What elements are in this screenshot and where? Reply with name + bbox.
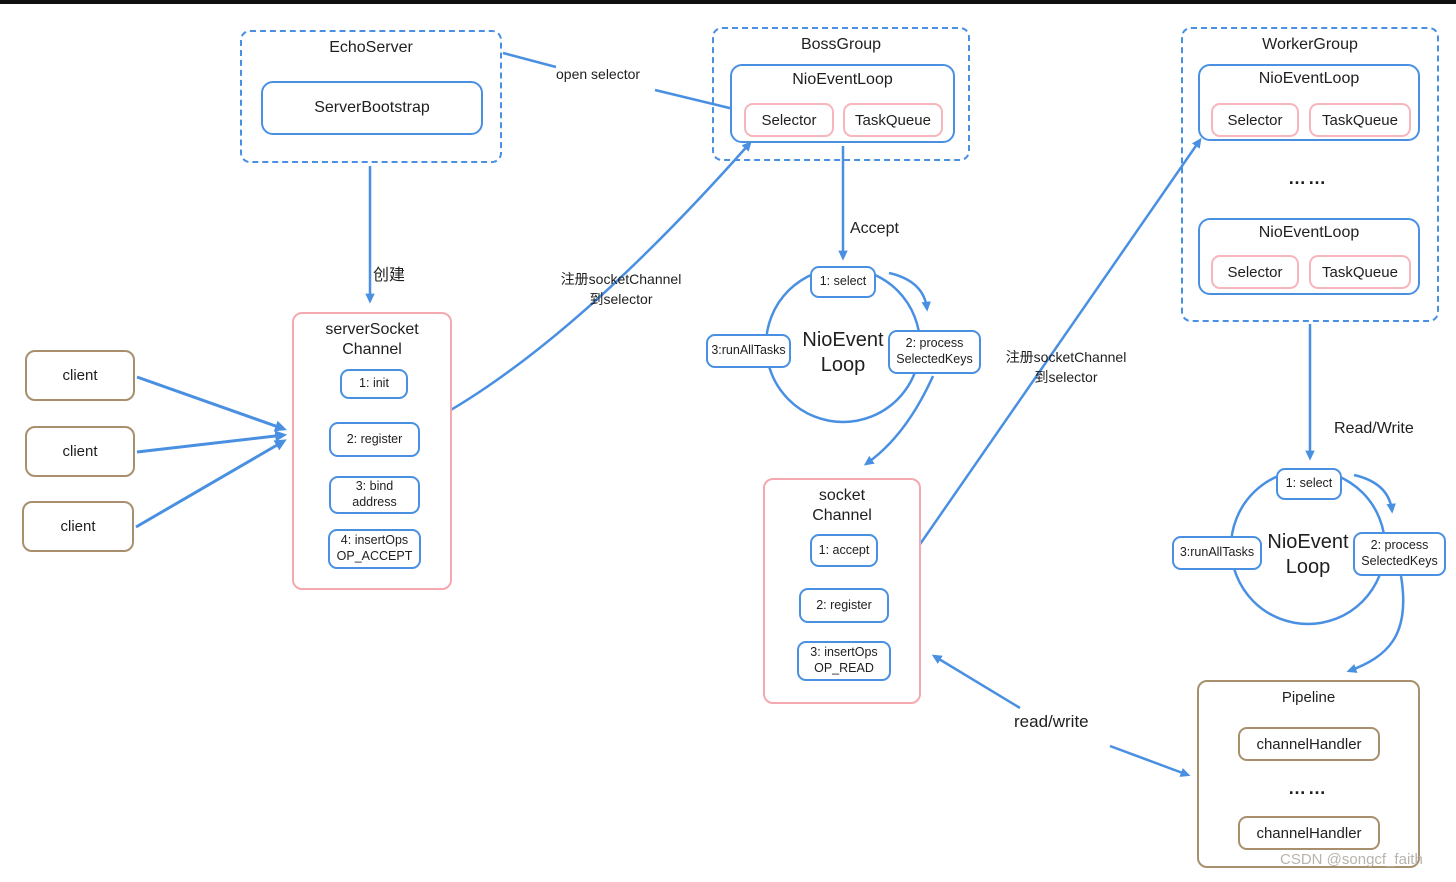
pipeline-title: Pipeline <box>1281 689 1336 706</box>
arrow-readwrite-to-socketchannel <box>931 654 1021 710</box>
label-register-to-selector-worker: 注册socketChannel 到selector <box>1005 349 1127 385</box>
boss-cycle-rotation-arrow <box>888 271 931 312</box>
leader-open-selector <box>502 51 557 69</box>
ssc-step-init: 1: init <box>340 369 408 399</box>
boss-cycle-process: 2: process SelectedKeys <box>888 330 981 374</box>
client-label-1: client <box>62 367 98 384</box>
arrow-client2 <box>136 430 288 454</box>
workergroup-box: WorkerGroup <box>1181 27 1439 322</box>
top-border-bar <box>0 0 1456 4</box>
worker-top-taskqueue-label: TaskQueue <box>1322 111 1398 129</box>
client-label-3: client <box>60 518 96 535</box>
worker-cycle-rotation-arrow <box>1353 473 1396 514</box>
ssc-step-bind: 3: bind address <box>329 476 420 514</box>
label-open-selector: open selector <box>556 66 641 82</box>
ssc-step-bind-label: 3: bind address <box>352 479 397 509</box>
arrow-readwrite-to-pipeline <box>1109 744 1191 777</box>
sc-step-insertops-label: 3: insertOps OP_READ <box>810 645 878 675</box>
worker-top-selector-label: Selector <box>1227 111 1283 129</box>
worker-top-selector-box: Selector <box>1211 103 1299 137</box>
arrow-register-to-boss-selector <box>421 141 752 428</box>
channelhandler-box-1: channelHandler <box>1238 727 1380 761</box>
client-box-2: client <box>25 426 135 477</box>
workergroup-title: WorkerGroup <box>1262 36 1358 53</box>
boss-cycle-select: 1: select <box>810 266 876 298</box>
boss-selector-label: Selector <box>761 111 817 129</box>
worker-nioeventloop-bottom-title: NioEventLoop <box>1258 224 1360 241</box>
boss-cycle-runalltasks-label: 3:runAllTasks <box>711 343 786 358</box>
workergroup-ellipsis: …… <box>1288 168 1328 188</box>
worker-bottom-selector-box: Selector <box>1211 255 1299 289</box>
worker-bottom-selector-label: Selector <box>1227 263 1283 281</box>
ssc-step-init-label: 1: init <box>359 376 389 391</box>
worker-cycle-process-label: 2: process SelectedKeys <box>1361 538 1438 568</box>
socketchannel-title: socket Channel <box>812 487 872 524</box>
worker-cycle-center-label: NioEvent Loop <box>1267 531 1349 578</box>
worker-nioeventloop-top-title: NioEventLoop <box>1258 70 1360 87</box>
echoserver-title: EchoServer <box>329 39 413 56</box>
boss-selector-box: Selector <box>744 103 834 137</box>
worker-cycle-select-label: 1: select <box>1285 476 1333 491</box>
sc-step-insertops: 3: insertOps OP_READ <box>797 641 891 681</box>
arrow-client1 <box>136 375 287 432</box>
worker-cycle-runalltasks-label: 3:runAllTasks <box>1179 545 1255 560</box>
arrow-register-to-worker-selector <box>887 137 1202 590</box>
label-accept: Accept <box>850 220 899 237</box>
ssc-step-insertops-label: 4: insertOps OP_ACCEPT <box>336 533 413 563</box>
label-read-write-lower: read/write <box>1014 712 1089 731</box>
serversocketchannel-title: serverSocket Channel <box>325 321 419 358</box>
label-read-write-upper: Read/Write <box>1334 420 1414 437</box>
ssc-step-insertops: 4: insertOps OP_ACCEPT <box>328 529 421 569</box>
worker-top-taskqueue-box: TaskQueue <box>1309 103 1411 137</box>
client-box-1: client <box>25 350 135 401</box>
boss-cycle-runalltasks: 3:runAllTasks <box>706 334 791 368</box>
bossgroup-title: BossGroup <box>800 36 882 53</box>
worker-bottom-taskqueue-box: TaskQueue <box>1309 255 1411 289</box>
ssc-step-register: 2: register <box>329 422 420 457</box>
pipeline-ellipsis: …… <box>1288 778 1328 798</box>
channelhandler-box-2: channelHandler <box>1238 816 1380 850</box>
sc-step-register: 2: register <box>799 588 889 623</box>
boss-taskqueue-label: TaskQueue <box>855 111 931 129</box>
boss-taskqueue-box: TaskQueue <box>843 103 943 137</box>
arrow-boss-to-socketchannel <box>863 375 935 466</box>
client-box-3: client <box>22 501 134 552</box>
ssc-step-register-label: 2: register <box>346 431 403 446</box>
arrow-worker-to-pipeline <box>1346 575 1405 673</box>
worker-bottom-taskqueue-label: TaskQueue <box>1322 263 1398 281</box>
worker-cycle-runalltasks: 3:runAllTasks <box>1172 536 1262 570</box>
boss-cycle-process-label: 2: process SelectedKeys <box>896 336 973 366</box>
watermark: CSDN @songcf_faith <box>1280 851 1423 868</box>
boss-nioeventloop-title: NioEventLoop <box>792 71 893 88</box>
echoserver-group-box: EchoServer <box>240 30 502 163</box>
label-create: 创建 <box>373 267 406 284</box>
channelhandler-label-2: channelHandler <box>1256 824 1362 842</box>
sc-step-register-label: 2: register <box>816 597 872 612</box>
boss-cycle-center-label: NioEvent Loop <box>802 329 884 376</box>
label-register-to-selector-boss: 注册socketChannel 到selector <box>560 271 682 307</box>
worker-cycle-process: 2: process SelectedKeys <box>1353 532 1446 576</box>
channelhandler-label-1: channelHandler <box>1256 735 1362 753</box>
serverbootstrap-label: ServerBootstrap <box>314 99 430 116</box>
client-label-2: client <box>62 443 98 460</box>
sc-step-accept: 1: accept <box>810 534 878 567</box>
boss-cycle-select-label: 1: select <box>819 274 867 289</box>
sc-step-accept-label: 1: accept <box>818 542 870 557</box>
worker-cycle-select: 1: select <box>1276 468 1342 500</box>
arrow-client3 <box>135 439 287 529</box>
serverbootstrap-box: ServerBootstrap <box>261 81 483 135</box>
bossgroup-box: BossGroup <box>712 27 970 161</box>
